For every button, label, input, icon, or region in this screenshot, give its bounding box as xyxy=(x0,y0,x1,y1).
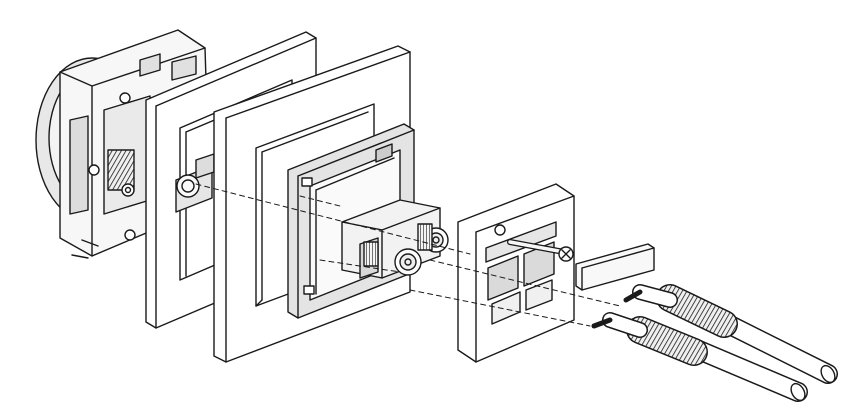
label-insert xyxy=(575,243,655,291)
fixing-screw xyxy=(507,239,574,262)
rca-plug-right xyxy=(623,284,838,384)
rca-plug-left xyxy=(591,312,808,402)
socket-cover-plate xyxy=(457,183,575,363)
mounting-box xyxy=(35,29,211,259)
rca-socket-module xyxy=(341,199,449,279)
assembly-axes xyxy=(195,183,621,327)
